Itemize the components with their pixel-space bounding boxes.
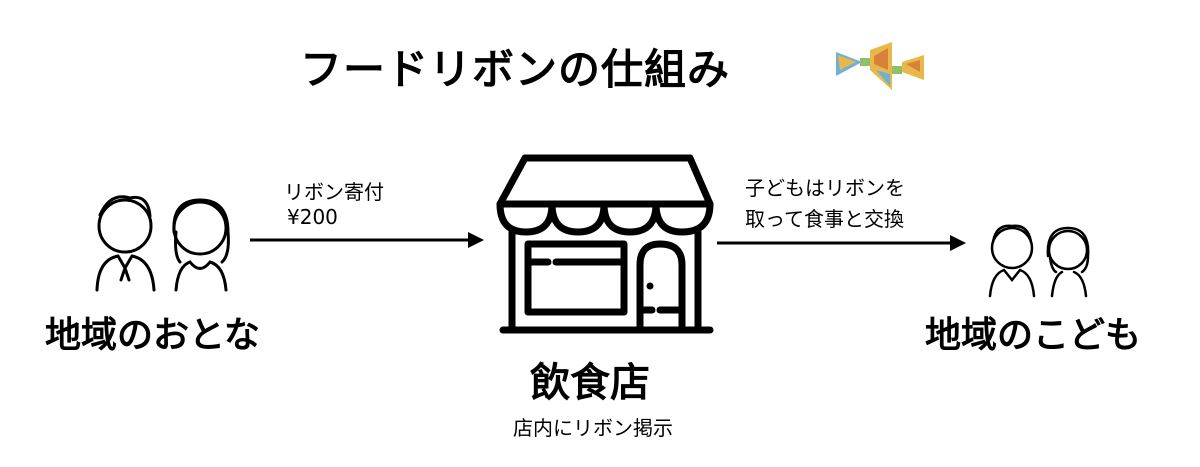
arrow-exchange <box>717 235 966 251</box>
exchange-line-1: 子どもはリボンを <box>745 176 905 200</box>
donation-amount: ¥200 <box>287 205 338 229</box>
exchange-line-2: 取って食事と交換 <box>745 207 904 231</box>
children-icon <box>988 224 1090 298</box>
bow-ribbon-icon <box>836 42 924 90</box>
diagram-title: フードリボンの仕組み <box>300 45 731 94</box>
adults-icon <box>95 195 230 292</box>
donation-label: リボン寄付 <box>284 180 384 204</box>
door-knob-icon <box>646 282 654 290</box>
restaurant-label: 飲食店 <box>530 360 650 406</box>
arrow-donation <box>250 232 484 248</box>
children-label: 地域のこども <box>925 315 1142 356</box>
store-icon <box>496 154 714 334</box>
restaurant-caption: 店内にリボン掲示 <box>513 416 673 440</box>
adults-label: 地域のおとな <box>45 315 260 356</box>
